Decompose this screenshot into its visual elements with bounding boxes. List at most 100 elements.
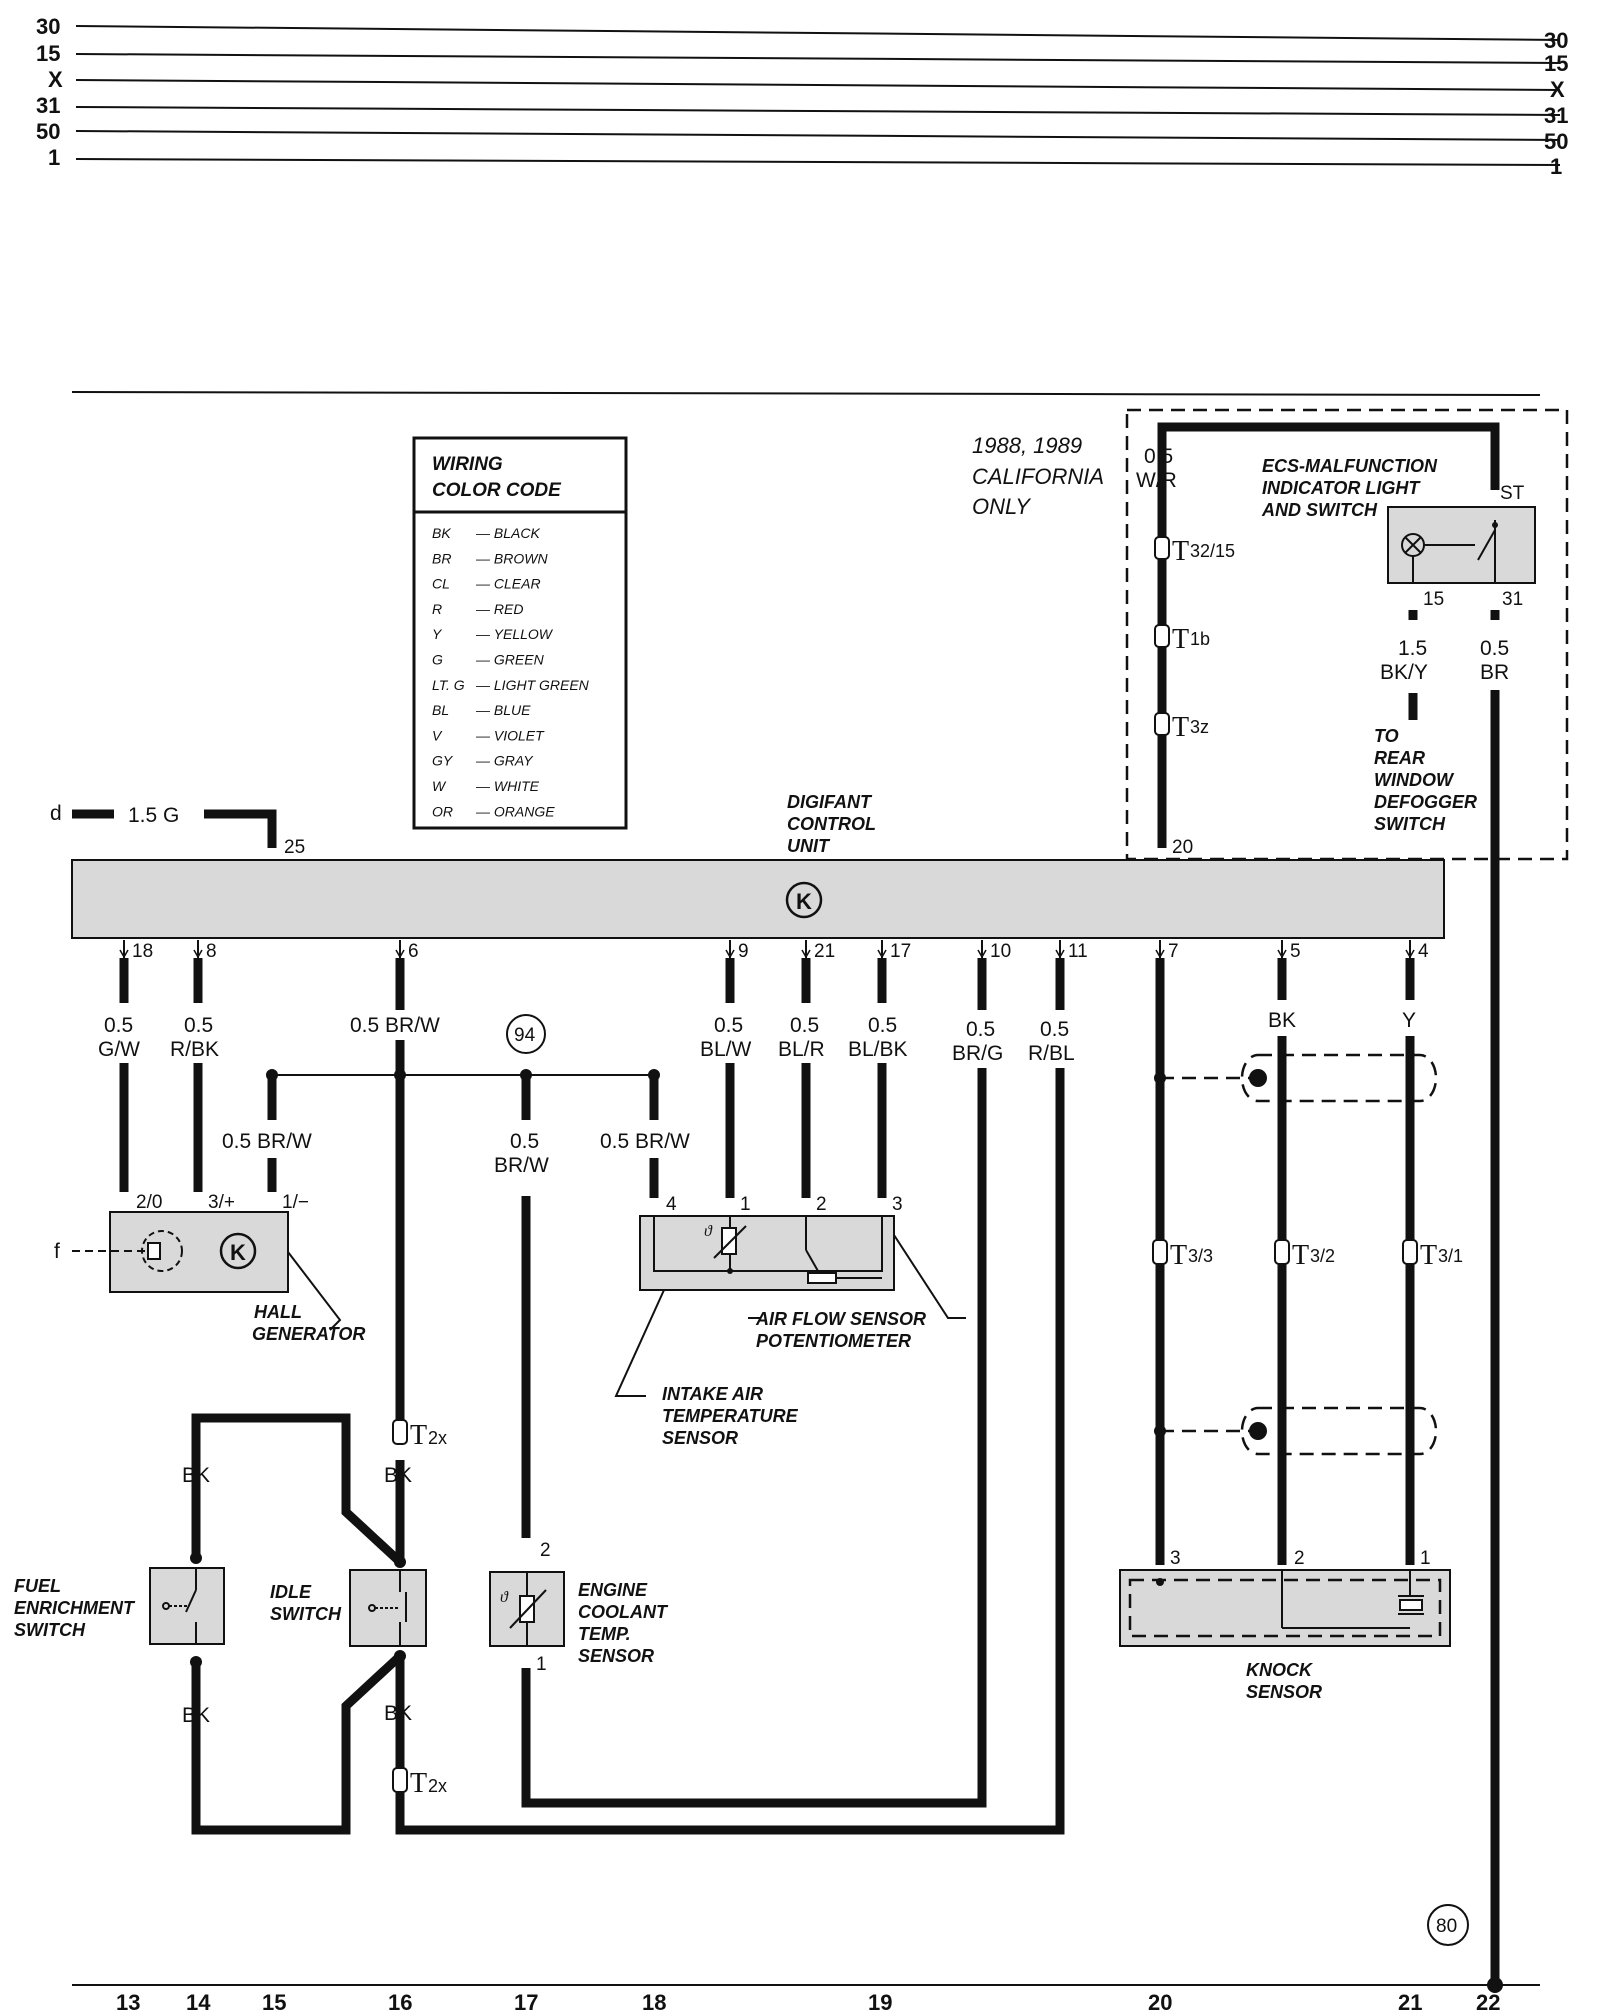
control-unit-icon: K (785, 881, 823, 919)
wire-r-bl-size: 0.5 (1040, 1018, 1069, 1041)
wire-br-w-mid-size: 0.5 (510, 1130, 539, 1153)
bus-lines: 30 15 X 31 50 1 30 15 X 31 50 1 (36, 14, 1568, 179)
bus-label-left-31: 31 (36, 93, 60, 118)
ecu-pin-label: 5 (1290, 941, 1301, 962)
ecu-pin-arrow-icon (1277, 949, 1287, 959)
ect-label-1: ENGINE (578, 1580, 648, 1600)
ecu-pin-label: 4 (1418, 941, 1429, 962)
wire-br-size: 0.5 (1480, 637, 1509, 660)
svg-text:T: T (1172, 624, 1189, 655)
legend-color-name: — VIOLET (475, 727, 545, 743)
wire-g-w-size: 0.5 (104, 1014, 133, 1037)
legend-code: OR (432, 803, 453, 819)
legend-color-name: — YELLOW (475, 626, 554, 642)
afs-label-2: POTENTIOMETER (756, 1331, 911, 1351)
ecu-pin-label: 6 (408, 941, 419, 962)
svg-text:3/2: 3/2 (1310, 1246, 1335, 1266)
wire-br-w-mid-color: BR/W (494, 1154, 549, 1177)
iat-leader (614, 1289, 665, 1397)
ecs-pin-31: 31 (1502, 589, 1523, 610)
potentiometer-icon (805, 1216, 882, 1284)
wire-bl-r-size: 0.5 (790, 1014, 819, 1037)
track-number: 16 (388, 1990, 412, 2015)
ecu-pin-label: 17 (890, 941, 911, 962)
knock-pin-1: 1 (1420, 1548, 1431, 1569)
defogger-label-5: SWITCH (1374, 814, 1446, 834)
knock-pin-3: 3 (1170, 1548, 1181, 1569)
ecu-pin-label: 8 (206, 941, 217, 962)
shield-bottom (1154, 1406, 1438, 1456)
wire-bk-fuel-bottom-label: BK (182, 1704, 210, 1727)
idle-switch-label-1: IDLE (270, 1582, 312, 1602)
wire-r-bk-color: R/BK (170, 1038, 219, 1061)
ground-point-94: 94 (506, 1014, 546, 1054)
svg-text:T: T (1420, 1240, 1437, 1271)
wire-br-g-size: 0.5 (966, 1018, 995, 1041)
knock-sensor-shield (1128, 1578, 1442, 1638)
track-number: 22 (1476, 1990, 1500, 2015)
idle-switch-icon (368, 1570, 407, 1646)
wire-r-bl-color: R/BL (1028, 1042, 1075, 1065)
bus-label-right-30: 30 (1544, 28, 1568, 53)
wire-bk-y-size: 1.5 (1398, 637, 1427, 660)
fuel-switch-icon (162, 1568, 197, 1644)
legend-code: G (432, 652, 443, 668)
svg-text:3/3: 3/3 (1188, 1246, 1213, 1266)
wire-bk-fuel-bottom (191, 1652, 404, 1835)
legend-color-name: — BLUE (475, 702, 531, 718)
defogger-label-4: DEFOGGER (1374, 792, 1477, 812)
track-number: 21 (1398, 1990, 1422, 2015)
svg-text:T: T (1170, 1240, 1187, 1271)
shield-top (1154, 1053, 1438, 1103)
point-d: d (50, 802, 62, 825)
coolant-thermistor-icon: ϑ (500, 1572, 547, 1646)
ecu-pin-arrow-icon (395, 949, 405, 959)
connector-t3-2: T 3/2 (1274, 1239, 1335, 1271)
wire-bk-y-color: BK/Y (1380, 661, 1428, 684)
ecs-label-2: INDICATOR LIGHT (1262, 478, 1421, 498)
ecu-pin-label: 18 (132, 941, 153, 962)
legend-color-name: — WHITE (475, 778, 540, 794)
wire-br-color: BR (1480, 661, 1509, 684)
track-number: 20 (1148, 1990, 1172, 2015)
ecu-pin-arrow-icon (193, 949, 203, 959)
ecs-label-1: ECS-MALFUNCTION (1262, 456, 1438, 476)
ecu-label-2: CONTROL (787, 814, 876, 834)
connector-t2x-upper: T 2x (392, 1419, 447, 1451)
ect-pin-1: 1 (536, 1654, 547, 1675)
wire-br-g-color: BR/G (952, 1042, 1003, 1065)
bus-label-right-1: 1 (1550, 154, 1562, 179)
bus-label-left-30: 30 (36, 14, 60, 39)
ecu-pin-arrow-icon (877, 949, 887, 959)
wire-bl-w-color: BL/W (700, 1038, 752, 1061)
legend-code: V (432, 727, 443, 743)
legend-code: GY (432, 753, 454, 769)
california-note-1: 1988, 1989 (972, 433, 1082, 458)
ect-label-3: TEMP. (578, 1624, 631, 1644)
afs-pin-3: 3 (892, 1194, 903, 1215)
svg-text:32/15: 32/15 (1190, 541, 1235, 561)
hall-sensor-icon (141, 1230, 183, 1272)
legend-title-1: WIRING (432, 454, 503, 475)
ect-label-2: COOLANT (578, 1602, 669, 1622)
wire-bk-idle-bottom-label: BK (384, 1702, 412, 1725)
hall-control-icon: K (219, 1232, 257, 1270)
svg-text:T: T (410, 1420, 427, 1451)
wire-bl-bk-color: BL/BK (848, 1038, 908, 1061)
hall-leader (287, 1251, 342, 1331)
track-number: 17 (514, 1990, 538, 2015)
legend-code: BK (432, 525, 451, 541)
connector-t32-15: T 32/15 (1154, 536, 1235, 567)
ect-pin-2: 2 (540, 1540, 551, 1561)
defogger-label-1: TO (1374, 726, 1399, 746)
wire-r-bl-run (395, 1068, 1065, 1835)
wire-br-w-hall-label: 0.5 BR/W (222, 1130, 312, 1153)
connector-t2x-lower: T 2x (392, 1767, 447, 1799)
ecu-pin-20: 20 (1172, 837, 1193, 858)
ecu-label-3: UNIT (787, 836, 831, 856)
knock-pin-2: 2 (1294, 1548, 1305, 1569)
legend-color-name: — BLACK (475, 525, 540, 541)
